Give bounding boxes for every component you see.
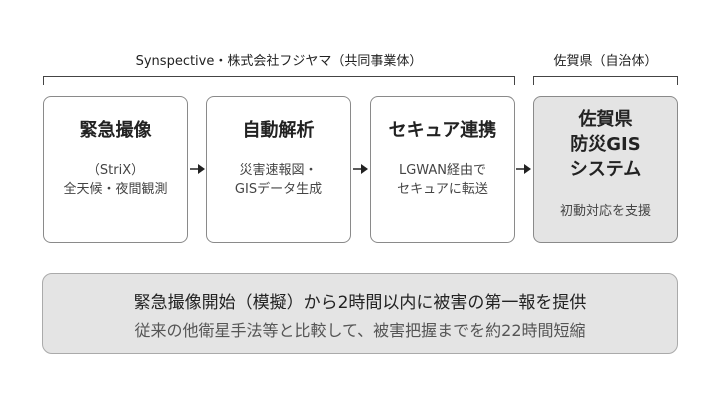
operators-group-bracket bbox=[43, 76, 515, 85]
flow-arrow-icon bbox=[516, 164, 531, 174]
step-title: セキュア連携 bbox=[388, 120, 497, 141]
summary-headline: 緊急撮像開始（模擬）から2時間以内に被害の第一報を提供 bbox=[133, 293, 587, 313]
step-description: LGWAN経由で セキュアに転送 bbox=[397, 163, 488, 197]
step-box-secure-link: セキュア連携 LGWAN経由で セキュアに転送 bbox=[370, 96, 515, 243]
summary-panel: 緊急撮像開始（模擬）から2時間以内に被害の第一報を提供 従来の他衛星手法等と比較… bbox=[42, 273, 678, 354]
step-description: 初動対応を支援 bbox=[559, 204, 651, 219]
flow-arrow-icon bbox=[190, 164, 205, 174]
step-title: 自動解析 bbox=[242, 120, 315, 141]
step-box-emergency-imaging: 緊急撮像 （StriX） 全天候・夜間観測 bbox=[43, 96, 188, 243]
government-group-bracket bbox=[533, 76, 678, 85]
summary-comparison: 従来の他衛星手法等と比較して、被害把握までを約22時間短縮 bbox=[134, 321, 586, 340]
step-description: （StriX） 全天候・夜間観測 bbox=[63, 163, 168, 197]
step-description: 災害速報図・ GISデータ生成 bbox=[234, 163, 323, 197]
step-title: 佐賀県 防災GIS システム bbox=[569, 109, 642, 180]
operators-group-label: Synspective・株式会社フジヤマ（共同事業体） bbox=[135, 54, 423, 69]
step-box-saga-disaster-gis: 佐賀県 防災GIS システム 初動対応を支援 bbox=[533, 96, 678, 243]
step-title: 緊急撮像 bbox=[79, 120, 152, 141]
step-box-auto-analysis: 自動解析 災害速報図・ GISデータ生成 bbox=[206, 96, 351, 243]
government-group-label: 佐賀県（自治体） bbox=[553, 54, 658, 69]
flow-arrow-icon bbox=[353, 164, 368, 174]
